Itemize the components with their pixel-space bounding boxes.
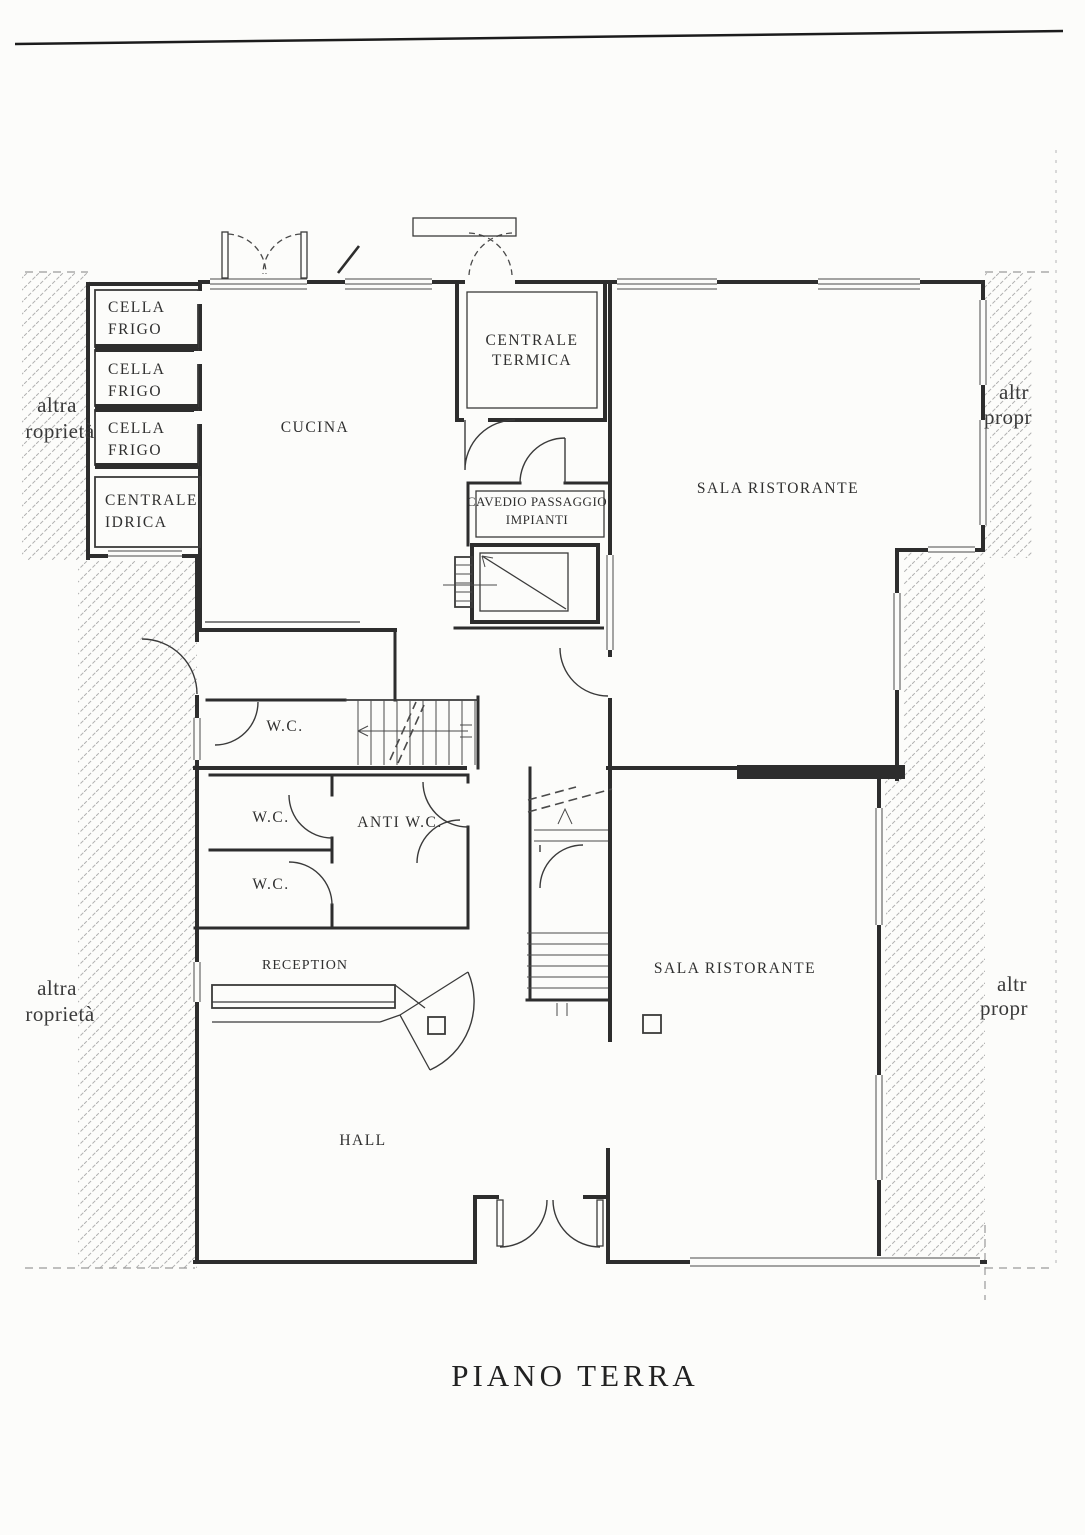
label-altra-proprieta-right-bottom-b: propr [980,996,1028,1020]
doors [141,217,609,1248]
interior-walls [193,280,739,1042]
property-boundaries [25,150,1057,1300]
room-label-wc-3: W.C. [252,876,289,893]
room-label-cella-frigo-1: CELLA [108,299,165,316]
hatch-region-left [78,560,197,1268]
label-altra-proprieta-left-bottom-b: roprietà [25,1002,94,1026]
room-label-cella-frigo-3b: FRIGO [108,442,162,459]
room-label-cucina: CUCINA [281,419,349,436]
room-label-wc-1: W.C. [266,718,303,735]
room-label-cella-frigo-2b: FRIGO [108,383,162,400]
label-altra-proprieta-left-top: altra [37,393,77,417]
room-label-cella-frigo-3: CELLA [108,420,165,437]
hatch-region-right-mid [903,550,985,779]
label-altra-proprieta-right-top-b: propr [984,405,1032,429]
reception-desk [211,971,475,1071]
room-label-hall: HALL [339,1132,386,1149]
room-label-wc-2: W.C. [252,809,289,826]
room-label-centrale-termica-b: TERMICA [492,352,572,369]
hatch-region-right-lower [885,779,985,1268]
upper-stairs [357,700,476,765]
room-label-cavedio-b: IMPIANTI [506,512,569,527]
elevator [443,552,569,612]
column-sala [642,1014,662,1034]
room-label-sala-ristorante-bottom: SALA RISTORANTE [654,960,816,977]
hatch-region-top-left [22,272,90,560]
windows [108,276,990,1268]
room-label-sala-ristorante-top: SALA RISTORANTE [697,480,859,497]
column-reception [427,1016,446,1035]
adjacent-property-labels: altra roprietà altra roprietà altr propr… [25,380,1032,1026]
room-label-cella-frigo-1b: FRIGO [108,321,162,338]
label-altra-proprieta-right-top: altr [999,380,1029,404]
room-label-centrale-idrica-b: IDRICA [105,514,167,531]
hatch-regions [22,272,1032,1268]
page-title: PIANO TERRA [451,1358,699,1393]
hatch-region-top-right [985,272,1032,558]
label-altra-proprieta-left-top-b: roprietà [25,419,94,443]
room-labels: CELLA FRIGO CELLA FRIGO CELLA FRIGO CENT… [105,299,859,1149]
room-label-centrale-termica: CENTRALE [486,332,579,349]
stairwell [527,786,613,1016]
room-label-cavedio: CAVEDIO PASSAGGIO [467,494,607,509]
scan-artifact-line [14,29,1064,46]
open-leaf-mark [336,245,361,274]
storage-rooms [94,289,206,548]
label-altra-proprieta-right-bottom: altr [997,972,1027,996]
room-label-reception: RECEPTION [262,958,348,973]
exterior-walls [86,280,987,1264]
room-label-anti-wc: ANTI W.C. [357,814,442,831]
room-label-cella-frigo-2: CELLA [108,361,165,378]
label-altra-proprieta-left-bottom: altra [37,976,77,1000]
room-label-centrale-idrica: CENTRALE [105,492,198,509]
